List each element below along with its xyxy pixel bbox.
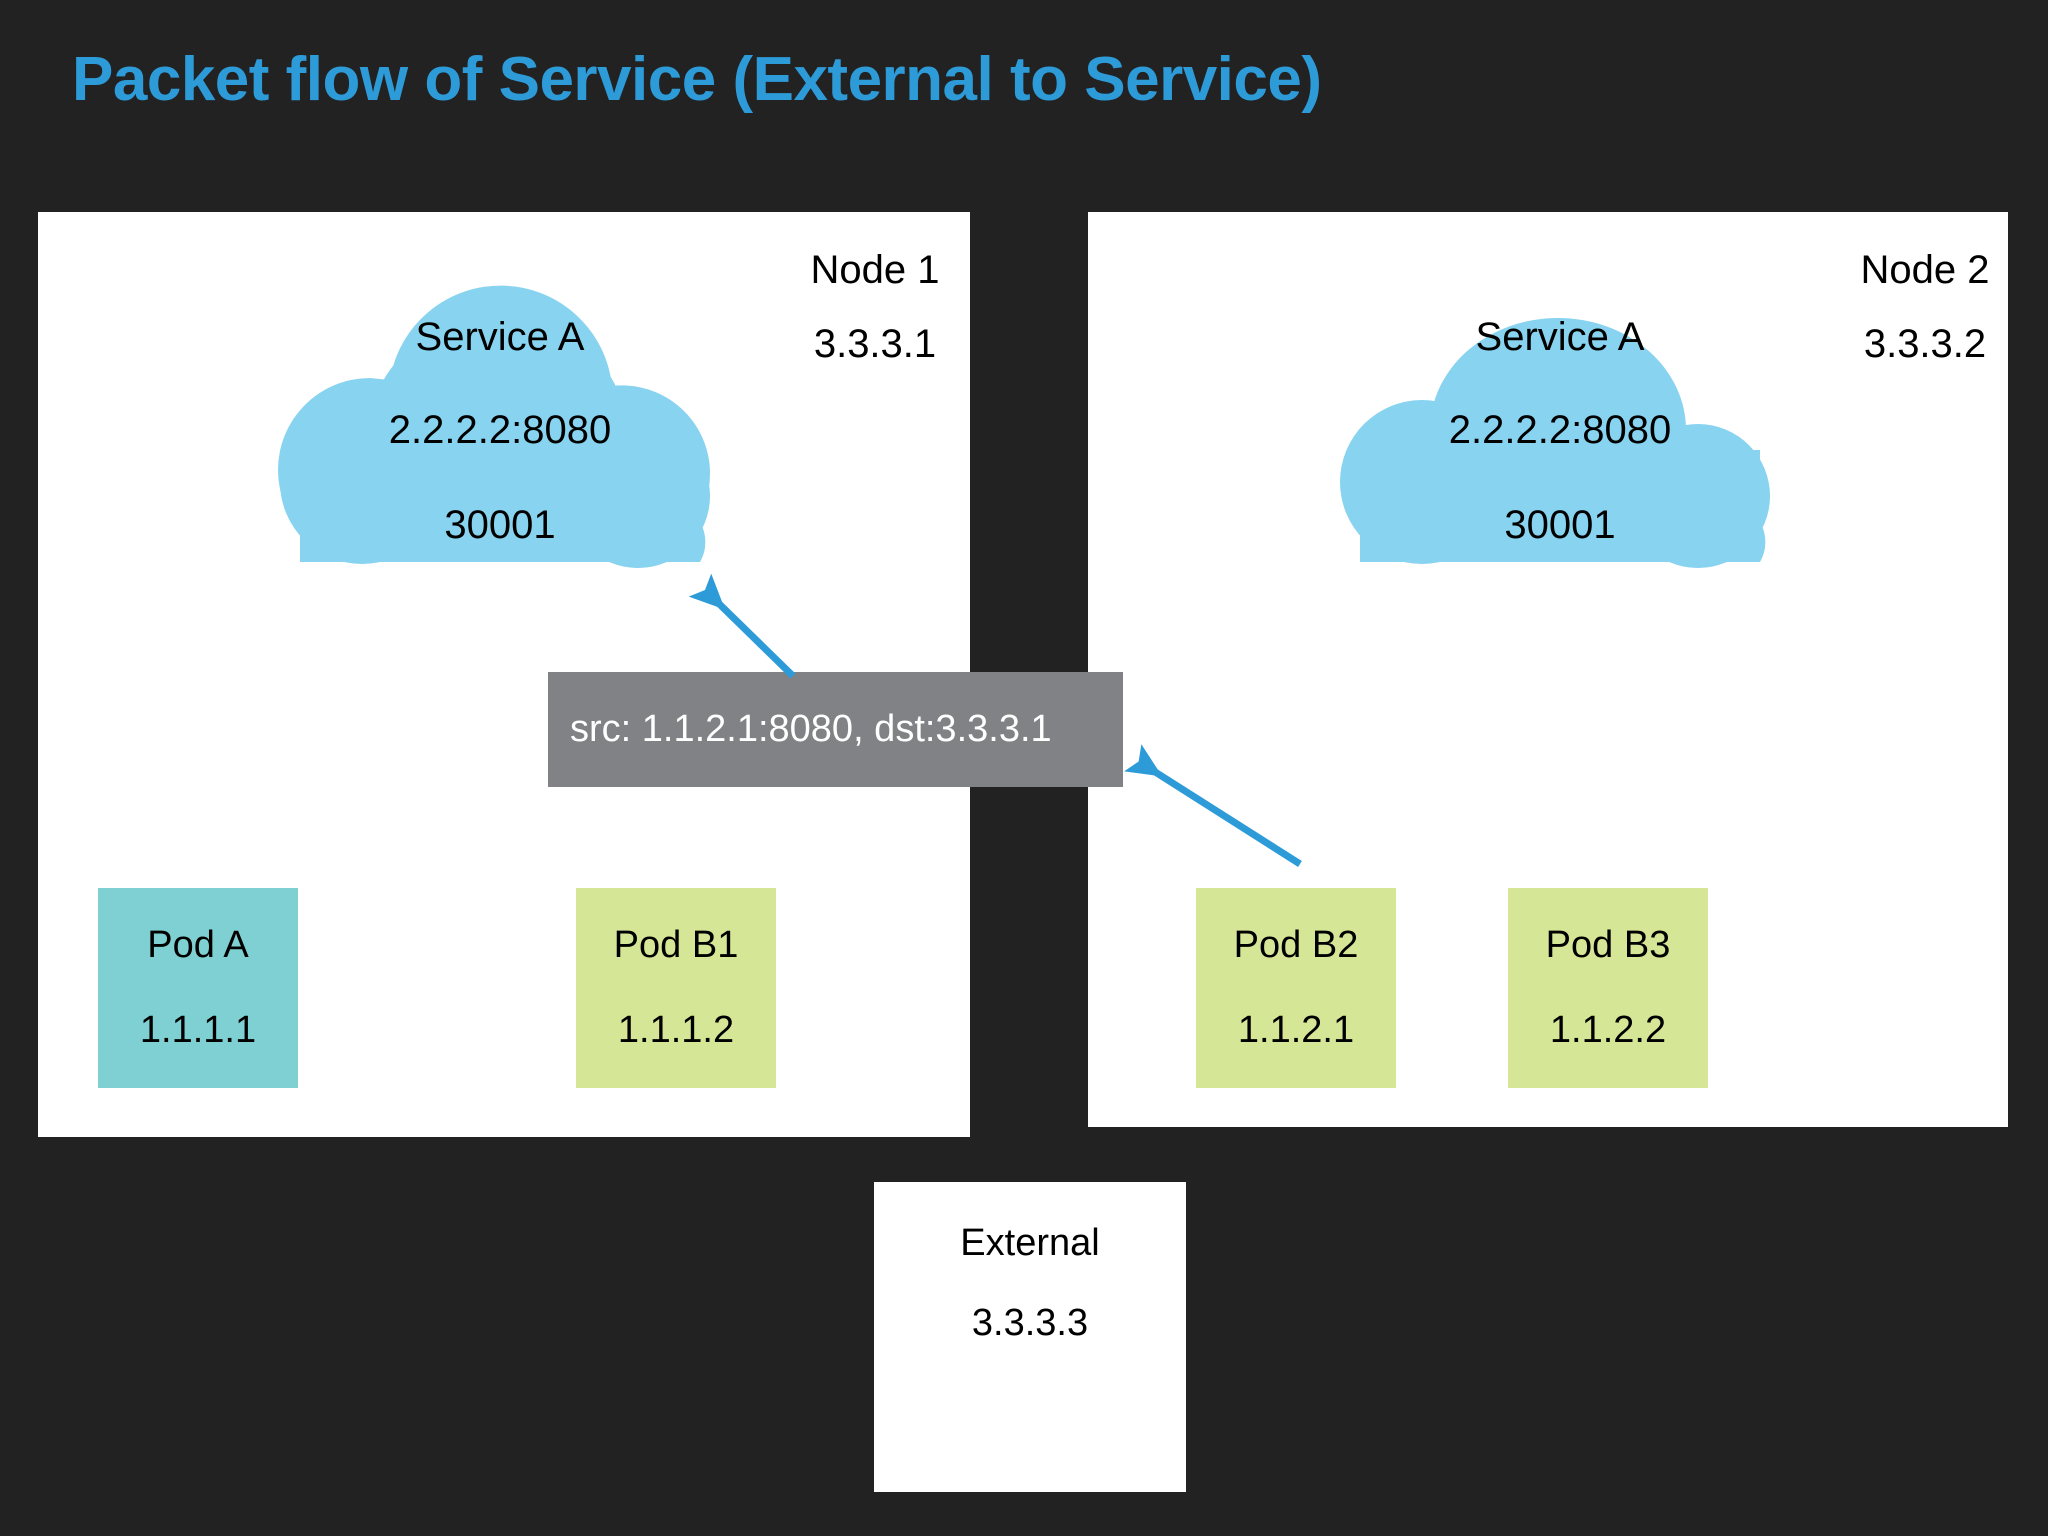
pod-a[interactable]: Pod A 1.1.1.1 [98, 888, 298, 1088]
pod-b2-ip: 1.1.2.1 [1237, 1009, 1355, 1051]
node-2-name: Node 2 [1860, 248, 1990, 292]
external-panel [874, 1182, 1186, 1492]
external-ip: 3.3.3.3 [971, 1302, 1089, 1344]
node-1-name: Node 1 [810, 248, 940, 292]
service-name-node-2: Service A [1475, 315, 1645, 359]
packet-label-text: src: 1.1.2.1:8080, dst:3.3.3.1 [570, 708, 1052, 750]
service-nodeport-node-2: 30001 [1504, 503, 1616, 547]
service-cloud-node-2: Service A 2.2.2.2:8080 30001 [1300, 260, 1820, 600]
page-title: Packet flow of Service (External to Serv… [72, 45, 1322, 114]
node-1-ip: 3.3.3.1 [813, 322, 937, 366]
service-cluster-ip-node-1: 2.2.2.2:8080 [388, 408, 612, 452]
cloud-shape-icon [1340, 318, 1770, 568]
pod-a-name: Pod A [147, 924, 249, 966]
pod-b2[interactable]: Pod B2 1.1.2.1 [1196, 888, 1396, 1088]
service-cloud-node-1: Service A 2.2.2.2:8080 30001 [240, 260, 760, 600]
external-name: External [960, 1222, 1100, 1264]
pod-b1[interactable]: Pod B1 1.1.1.2 [576, 888, 776, 1088]
node-2-ip: 3.3.3.2 [1863, 322, 1987, 366]
pod-b1-name: Pod B1 [613, 924, 739, 966]
packet-label-box: src: 1.1.2.1:8080, dst:3.3.3.1 [548, 672, 1123, 787]
service-name-node-1: Service A [415, 315, 585, 359]
pod-b3[interactable]: Pod B3 1.1.2.2 [1508, 888, 1708, 1088]
pod-b2-name: Pod B2 [1233, 924, 1359, 966]
service-cluster-ip-node-2: 2.2.2.2:8080 [1448, 408, 1672, 452]
pod-b3-ip: 1.1.2.2 [1549, 1009, 1667, 1051]
pod-b3-name: Pod B3 [1545, 924, 1671, 966]
service-nodeport-node-1: 30001 [444, 503, 556, 547]
cloud-shape-icon [278, 285, 711, 568]
pod-a-ip: 1.1.1.1 [139, 1009, 257, 1051]
pod-b1-ip: 1.1.1.2 [617, 1009, 735, 1051]
